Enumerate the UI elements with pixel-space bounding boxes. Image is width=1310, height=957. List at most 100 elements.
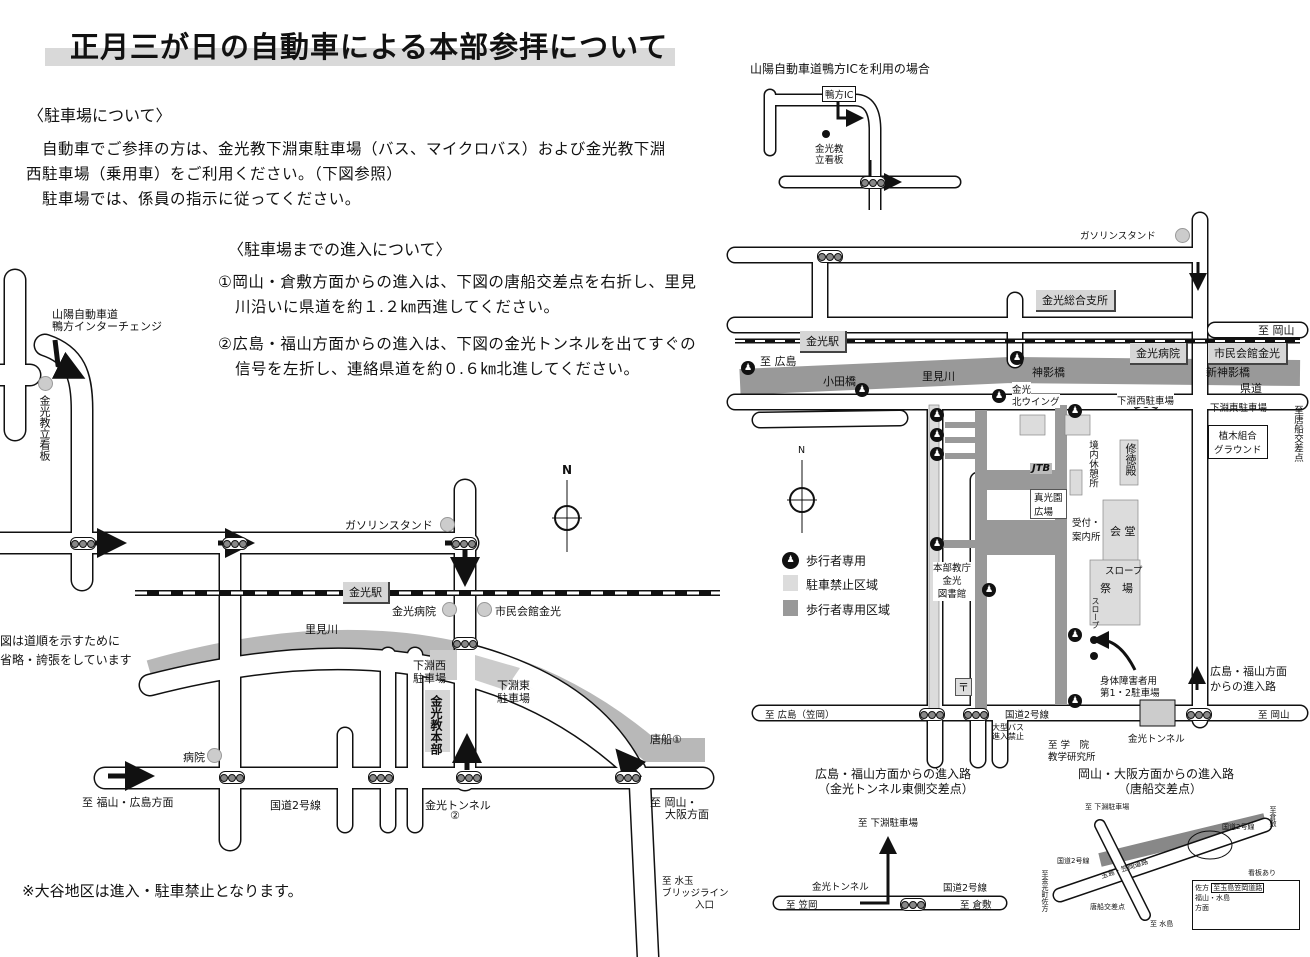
traffic-signal-icon: [368, 771, 394, 784]
pedestrian-icon: ♟: [1068, 404, 1082, 418]
to-kurashiki-label: 至倉敷: [1269, 806, 1277, 827]
signboard-label: 金光教: [815, 144, 844, 155]
shinkoen-line: 真光園: [1034, 493, 1063, 504]
headquarters-block: [425, 690, 450, 752]
north-label: N: [798, 445, 806, 456]
to-konkocho-label: 至金光町佐方: [1041, 870, 1049, 912]
route2-label: 国道2号線: [1005, 710, 1050, 721]
inset-east-subtitle: （金光トンネル東側交差点）: [818, 782, 974, 796]
route2-label: 国道2号線: [270, 799, 321, 812]
traffic-signal-icon: [70, 537, 96, 550]
bus-ban-label: 大型バス: [992, 723, 1024, 732]
jtb-logo: JTB: [1030, 463, 1053, 474]
parking-heading: 〈駐車場について〉: [28, 106, 172, 125]
pedestrian-icon: ♟: [1068, 628, 1082, 642]
approach-route-label: 広島・福山方面: [1210, 665, 1287, 678]
branch-office-label: 金光総合支所: [1036, 290, 1116, 312]
kaido-label: 会 堂: [1110, 525, 1136, 538]
to-karafune-label: 至唐船交差点: [1292, 405, 1303, 462]
disabled-parking-1-icon: [1090, 636, 1098, 644]
pedestrian-icon: ♟: [930, 408, 944, 422]
signboard-label: 金光教立看板: [38, 395, 51, 461]
to-mizushima-label: 至 水島: [1150, 920, 1174, 928]
ic-label: 鴨方IC: [822, 86, 857, 102]
to-mizutama-label: ブリッジライン: [662, 888, 729, 899]
approach-item-2: ②広島・福山方面からの進入は、下図の金光トンネルを出てすぐの: [218, 335, 697, 353]
pedestrian-icon: ♟: [741, 361, 755, 375]
west-parking-label: 下淵西: [413, 659, 446, 672]
pedestrian-icon: ♟: [855, 383, 869, 397]
ic-label: 鴨方インターチェンジ: [52, 320, 162, 333]
legend-swatch-pedestrian: [783, 600, 798, 616]
approach-item-1: 川沿いに県道を約１.２㎞西進してください。: [235, 298, 560, 316]
rest-area-label: 境内休憩所: [1087, 440, 1098, 488]
ic-inset-title: 山陽自動車道鴨方ICを利用の場合: [750, 62, 930, 76]
road-fill: [753, 411, 907, 427]
river-label: 里見川: [922, 370, 955, 383]
to-okayama-label: 大阪方面: [665, 808, 709, 821]
shinkoen-line: 広場: [1034, 507, 1054, 518]
bus-ban-label: 進入禁止: [992, 732, 1024, 741]
gas-station-label: ガソリンスタンド: [1080, 231, 1156, 242]
to-okayama-label: 至 岡山: [1258, 324, 1295, 337]
east-parking-label: 下淵東: [497, 679, 530, 692]
traffic-signal-icon: [963, 708, 989, 721]
prefectural-road-label: 県道: [1240, 382, 1262, 395]
tunnel-shape: [1139, 699, 1176, 727]
parking-line: 自動車でご参拝の方は、金光教下淵東駐車場（バス、マイクロバス）および金光教下淵: [42, 140, 666, 158]
west-parking-hatch: [430, 650, 457, 680]
inset-karafune-subtitle: （唐船交差点）: [1118, 782, 1203, 796]
saijo-label: 祭 場: [1100, 582, 1133, 595]
civic-hall-label: 市民会館金光: [495, 605, 561, 618]
east-parking-hatch: [475, 655, 520, 690]
to-kasaoka-label: 至 笠岡: [786, 900, 818, 911]
legend-label: 歩行者専用: [806, 554, 867, 568]
to-shimobuchi-label: 至 下淵駐車場: [858, 818, 919, 829]
traffic-signal-icon: [900, 898, 926, 911]
disabled-parking-label: 第1・2駐車場: [1100, 688, 1160, 699]
hospital-marker-icon: [442, 602, 457, 617]
route2-label: 国道2号線: [1057, 857, 1090, 865]
traffic-signal-icon: [456, 771, 482, 784]
sign-line: 福山・水島: [1195, 894, 1230, 902]
to-gakuin-label: 教学研究所: [1048, 752, 1096, 763]
signboard-marker-icon: [38, 376, 53, 391]
headquarters-label: 金光教本部: [429, 695, 443, 755]
approach-item-1: ①岡山・倉敷方面からの進入は、下図の唐船交差点を右折し、里見: [218, 273, 697, 291]
traffic-signal-icon: [615, 771, 641, 784]
disclaimer: 図は道順を示すために: [0, 634, 121, 648]
page-title: 正月三が日の自動車による本部参拝について: [70, 30, 669, 64]
honbu-library-label: 本部教庁金光図書館: [933, 562, 972, 601]
traffic-signal-icon: [1186, 708, 1212, 721]
approach-route-label: からの進入路: [1210, 680, 1276, 693]
traffic-signal-icon: [222, 537, 248, 550]
to-fukuyama-label: 至 福山・広島方面: [82, 796, 174, 809]
hospital-label: 金光病院: [1130, 343, 1188, 365]
ueki-ground-label: 植木組合グラウンド: [1208, 425, 1268, 459]
honbu-line: 金光: [942, 576, 962, 587]
sign-line: 方面: [1195, 904, 1209, 912]
signboard-label: 立看板: [815, 155, 844, 166]
reception-label: 受付・案内所: [1072, 515, 1101, 543]
left-map-roads: [0, 268, 715, 957]
approach-heading: 〈駐車場までの進入について〉: [228, 240, 452, 259]
ic-label: 山陽自動車道: [52, 308, 118, 321]
pedestrian-icon: ♟: [930, 428, 944, 442]
traffic-signal-icon: [451, 537, 477, 550]
to-okayama-label: 至 岡山: [1258, 710, 1290, 721]
north-label: N: [562, 463, 573, 477]
direction-sign: 佐方 至玉島笠岡道路 福山・水島 方面: [1192, 880, 1300, 930]
north-wing-label: 金光: [1012, 382, 1032, 396]
karafune-label: 唐船①: [650, 733, 682, 746]
disabled-parking-2-icon: [1090, 652, 1098, 660]
disabled-parking-label: 身体障害者用: [1100, 676, 1158, 687]
civic-hall-label: 市民会館金光: [1208, 343, 1288, 365]
reception-line: 受付・: [1072, 518, 1101, 529]
north-wing-label: 北ウイング: [1012, 394, 1060, 408]
pedestrian-icon: ♟: [1010, 351, 1024, 365]
civic-hall-marker-icon: [477, 602, 492, 617]
no-parking-zones: [928, 404, 1141, 716]
sign-line: 至玉島笠岡道路: [1211, 883, 1265, 893]
shutokuden-label: 修徳殿: [1124, 443, 1137, 476]
